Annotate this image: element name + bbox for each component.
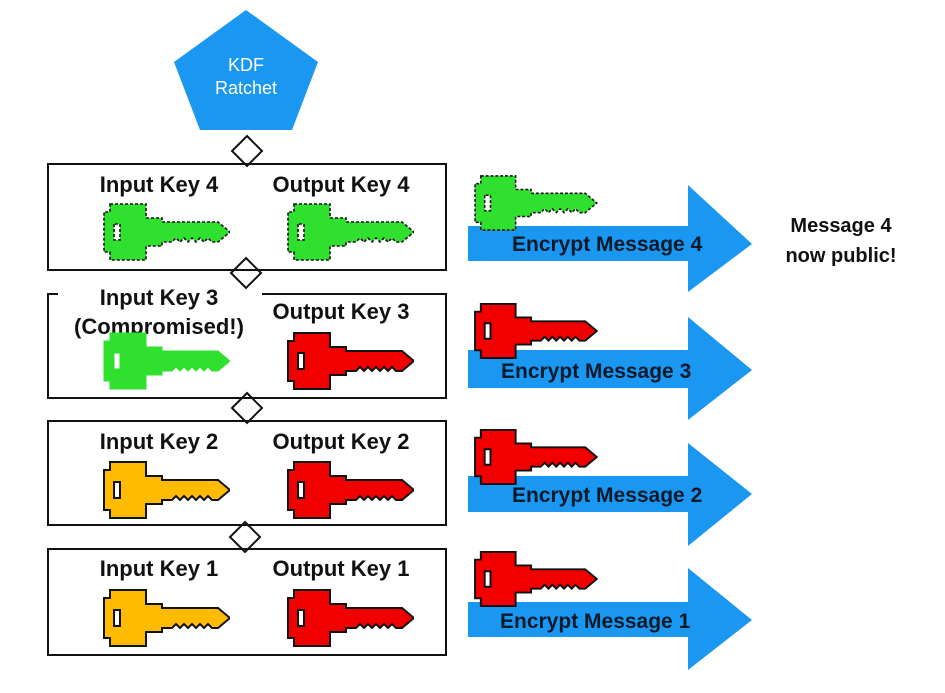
input-key-icon (103, 461, 230, 519)
public-note-line1: Message 4 (790, 215, 892, 237)
connector-diamond (229, 256, 263, 290)
output-key-icon (287, 589, 414, 647)
arrow-shape (468, 443, 752, 546)
arrow-label: Encrypt Message 4 (512, 233, 703, 256)
encrypt-arrow-3: Encrypt Message 3 (468, 302, 752, 420)
public-note-line2: now public! (785, 245, 896, 267)
connector-diamond (228, 520, 262, 554)
arrow-key-icon (474, 302, 598, 360)
connector-diamond (230, 391, 264, 425)
arrow-key-icon (474, 175, 598, 231)
output-key-label: Output Key 4 (273, 172, 411, 197)
kdf-label-line1: KDF (228, 55, 264, 75)
encrypt-arrow-2: Encrypt Message 2 (468, 428, 752, 546)
output-key-label: Output Key 1 (273, 556, 410, 581)
output-key-icon (287, 203, 414, 261)
input-key-note: (Compromised!) (74, 314, 244, 339)
stage-2: Input Key 2 Output Key 2 (100, 429, 414, 519)
arrow-label: Encrypt Message 3 (501, 360, 691, 383)
stage-3: Input Key 3 (Compromised!) Output Key 3 (74, 285, 414, 390)
kdf-ratchet-node: KDF Ratchet (174, 10, 318, 130)
connector-diamond (230, 134, 264, 168)
stage-box-3 (47, 293, 447, 399)
output-key-icon (287, 332, 414, 390)
encrypt-arrow-4: Encrypt Message 4 (468, 175, 752, 292)
stage-box-1 (47, 548, 447, 656)
arrow-label: Encrypt Message 1 (500, 610, 691, 633)
stage-4: Input Key 4 Output Key 4 (100, 172, 414, 261)
output-key-label: Output Key 2 (273, 429, 410, 454)
arrow-key-icon (474, 550, 598, 608)
input-key-label: Input Key 4 (100, 172, 219, 197)
stage-box-4 (47, 163, 447, 271)
chain-connectors (228, 134, 264, 554)
input-key-icon (103, 589, 230, 647)
input-key-label: Input Key 3 (100, 285, 219, 310)
kdf-pentagon (174, 10, 318, 130)
arrow-label: Encrypt Message 2 (512, 484, 702, 507)
arrow-shape (468, 185, 752, 292)
stage-box-2 (47, 420, 447, 526)
encrypt-arrow-1: Encrypt Message 1 (468, 550, 752, 670)
output-key-icon (287, 461, 414, 519)
input-key-icon (103, 332, 230, 390)
arrow-shape (468, 568, 752, 670)
arrow-key-icon (474, 428, 598, 486)
input-key-label: Input Key 1 (100, 556, 219, 581)
stage-1: Input Key 1 Output Key 1 (100, 556, 414, 647)
public-note: Message 4 now public! (785, 215, 896, 267)
arrow-shape (468, 317, 752, 420)
input-key-label: Input Key 2 (100, 429, 219, 454)
kdf-label-line2: Ratchet (215, 78, 277, 98)
input-key-icon (103, 203, 230, 261)
output-key-label: Output Key 3 (273, 299, 410, 324)
